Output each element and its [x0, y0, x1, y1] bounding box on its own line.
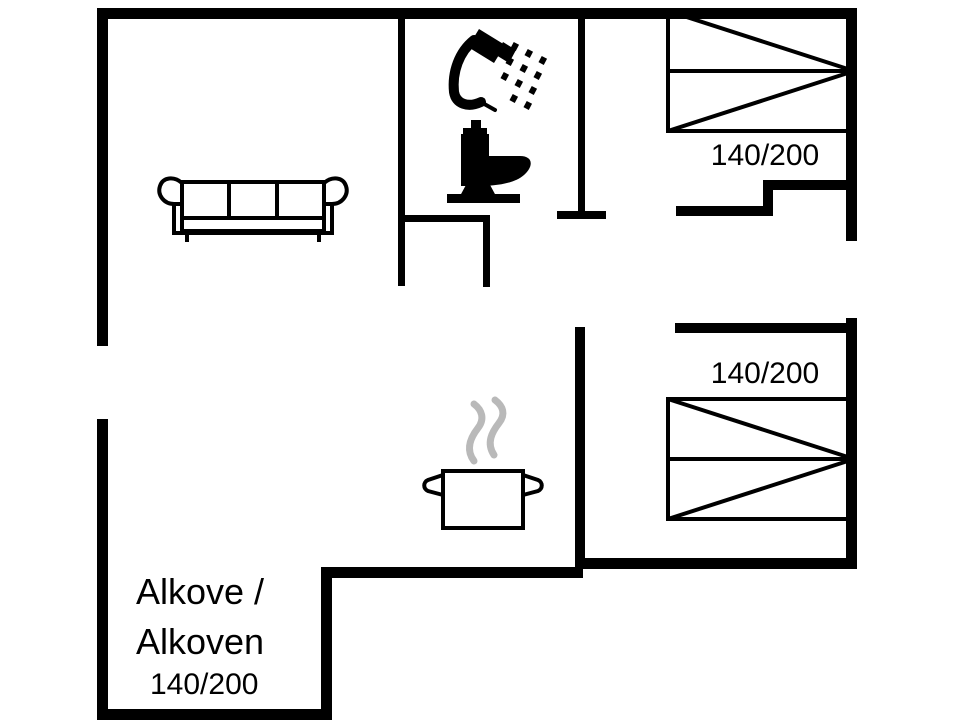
wall-bottom-right-block — [575, 558, 857, 569]
wall-partition-bath-bedroom — [578, 8, 585, 218]
sofa-body — [180, 180, 326, 233]
bed-icon-lower — [666, 397, 856, 521]
toilet-bowl — [461, 156, 531, 186]
wall-right-upper — [846, 8, 857, 241]
wall-partition-kitchen-bedroom-lower — [575, 327, 585, 567]
wall-top-exterior — [97, 8, 857, 19]
steam-wisp-right — [486, 396, 507, 459]
shower-hose — [448, 35, 486, 110]
steam-wisp-left — [465, 400, 486, 465]
wall-stub-bathroom-left — [398, 215, 490, 222]
wall-bedroom-lower-top — [675, 323, 856, 333]
wall-bedroom-upper-step-high — [763, 180, 856, 190]
pot-handle-right — [522, 473, 544, 497]
toilet-pedestal — [460, 183, 496, 196]
sofa-arm-left — [157, 176, 184, 206]
alcove-size-label: 140/200 — [150, 668, 258, 701]
toilet-flush-knob — [471, 120, 481, 129]
wall-left-lower — [97, 419, 108, 720]
wall-right-lower — [846, 318, 857, 569]
wall-left-upper — [97, 8, 108, 346]
toilet-icon — [447, 120, 531, 203]
wall-tfoot-bath-bedroom — [557, 211, 606, 219]
wall-partition-living-bath — [398, 8, 405, 286]
alcove-label-line2: Alkoven — [136, 621, 264, 662]
bed-lower-diagonal-top — [667, 397, 855, 461]
wall-bedroom-upper-step-low — [676, 206, 772, 216]
cooking-pot-icon — [422, 396, 544, 530]
wall-bedroom-upper-step-riser — [763, 180, 773, 216]
bed-upper-diagonal-bottom — [667, 69, 855, 133]
toilet-base — [447, 194, 520, 203]
sofa-icon — [157, 176, 349, 242]
shower-hose-tail — [477, 99, 497, 112]
sofa-foot-right — [317, 233, 321, 242]
shower-icon — [448, 29, 548, 112]
wall-alcove-right — [321, 567, 332, 720]
bed-icon-upper — [666, 9, 856, 133]
wall-group-interior — [398, 8, 856, 567]
bed-upper-size-label: 140/200 — [711, 139, 819, 172]
wall-group-exterior — [97, 8, 857, 720]
bed-upper-diagonal-top — [667, 9, 855, 73]
wall-alcove-top — [321, 567, 583, 578]
pot-body — [441, 469, 525, 530]
wall-stub-bathroom-return — [483, 215, 490, 287]
bed-lower-diagonal-bottom — [667, 457, 855, 521]
sofa-foot-left — [185, 233, 189, 242]
shower-spray — [500, 41, 548, 110]
sofa-arm-right — [322, 176, 349, 206]
sofa-base — [172, 204, 334, 235]
wall-alcove-bottom — [97, 709, 332, 720]
pot-handle-left — [422, 473, 444, 497]
bed-lower-size-label: 140/200 — [711, 357, 819, 390]
alcove-label-line1: Alkove / — [136, 571, 264, 612]
